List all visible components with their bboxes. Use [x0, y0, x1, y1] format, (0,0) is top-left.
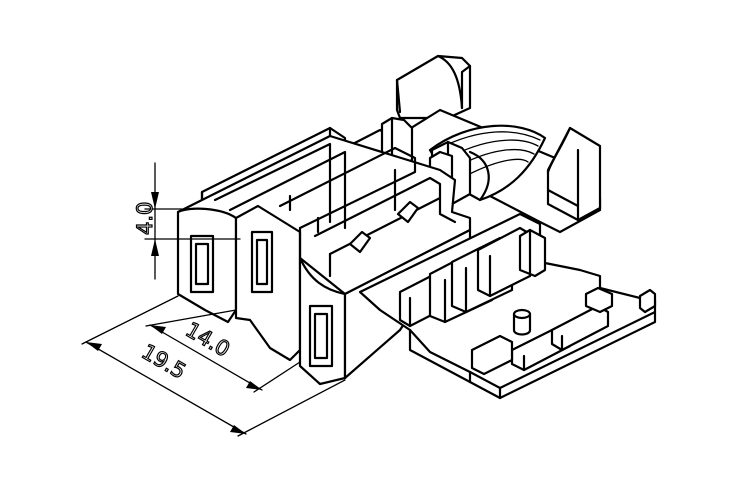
dim-label-height: 4.0 — [133, 202, 157, 235]
right-bracket — [546, 126, 602, 222]
dim-label-overall-width: 19.5 — [138, 340, 191, 384]
front-tray — [358, 212, 657, 400]
dim-label-inner-width: 14.0 — [182, 318, 235, 362]
dimension-height: 4.0 — [132, 162, 241, 280]
rear-latch — [395, 54, 472, 120]
